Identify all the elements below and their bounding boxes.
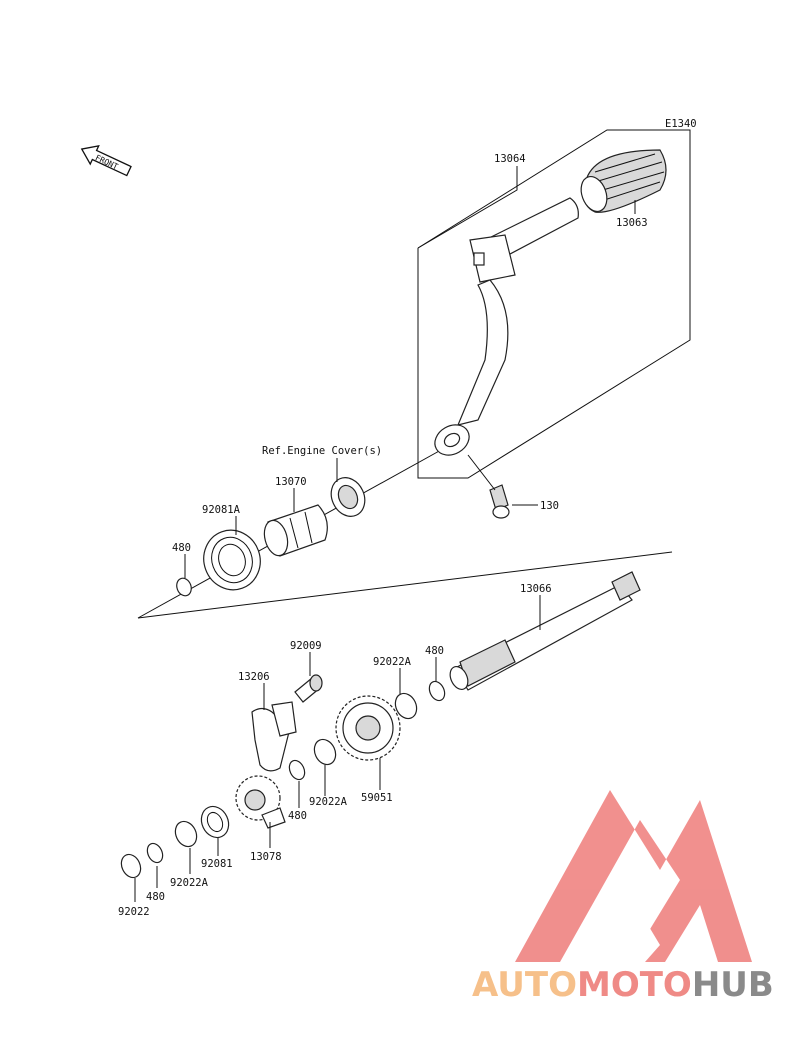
label-washer-a1: 92022A xyxy=(373,656,412,668)
label-washer-a3: 92022A xyxy=(170,877,209,889)
circlip-b-part xyxy=(288,759,306,781)
pin-part xyxy=(294,674,323,703)
label-spring-small: 92081 xyxy=(201,858,233,870)
kick-pedal-part xyxy=(434,197,579,456)
assembly-frame-upper xyxy=(417,129,691,479)
label-ref-engine-cover: Ref.Engine Cover(s) xyxy=(262,445,382,457)
label-circlip-upper: 480 xyxy=(172,542,191,554)
label-grip: 13063 xyxy=(616,217,648,229)
watermark-hub: HUB xyxy=(692,965,774,1005)
stopper-part xyxy=(251,701,297,772)
circlip-c-part xyxy=(146,842,164,864)
label-washer-a2: 92022A xyxy=(309,796,348,808)
washer-a1-part xyxy=(394,692,418,720)
label-bolt: 130 xyxy=(540,500,559,512)
label-circlip-c: 480 xyxy=(146,891,165,903)
label-kick-shaft: 13066 xyxy=(520,583,552,595)
ratchet-part xyxy=(235,775,286,829)
label-ratchet: 13078 xyxy=(250,851,282,863)
shaft-frame-upper xyxy=(137,551,673,619)
gear-part xyxy=(335,695,401,761)
diagram-code: E1340 xyxy=(665,118,697,130)
kick-shaft-part xyxy=(449,571,641,691)
label-guide: 13070 xyxy=(275,476,307,488)
watermark-text: AUTOMOTOHUB xyxy=(472,965,774,1005)
guide-part xyxy=(263,504,328,557)
washer-a3-part xyxy=(174,820,198,848)
spring-small-part xyxy=(200,805,230,839)
label-circlip-a: 480 xyxy=(425,645,444,657)
front-arrow-icon: FRONT xyxy=(80,145,132,177)
washer-a2-part xyxy=(313,738,337,766)
grip-part xyxy=(580,149,667,213)
circlip-upper-part xyxy=(176,577,192,597)
label-circlip-b: 480 xyxy=(288,810,307,822)
washer-part xyxy=(120,853,142,879)
leader-lines xyxy=(134,166,636,902)
label-gear: 59051 xyxy=(361,792,393,804)
label-kick-pedal: 13064 xyxy=(494,153,526,165)
label-pin: 92009 xyxy=(290,640,322,652)
bolt-part xyxy=(489,484,510,519)
label-stopper: 13206 xyxy=(238,671,270,683)
spring-part xyxy=(203,529,261,591)
watermark-moto: MOTO xyxy=(577,965,692,1005)
label-spring: 92081A xyxy=(202,504,241,516)
watermark-auto: AUTO xyxy=(472,965,577,1005)
circlip-a-part xyxy=(428,680,446,702)
oil-seal-part xyxy=(330,477,366,517)
label-washer: 92022 xyxy=(118,906,150,918)
watermark-logo-icon xyxy=(515,790,752,962)
